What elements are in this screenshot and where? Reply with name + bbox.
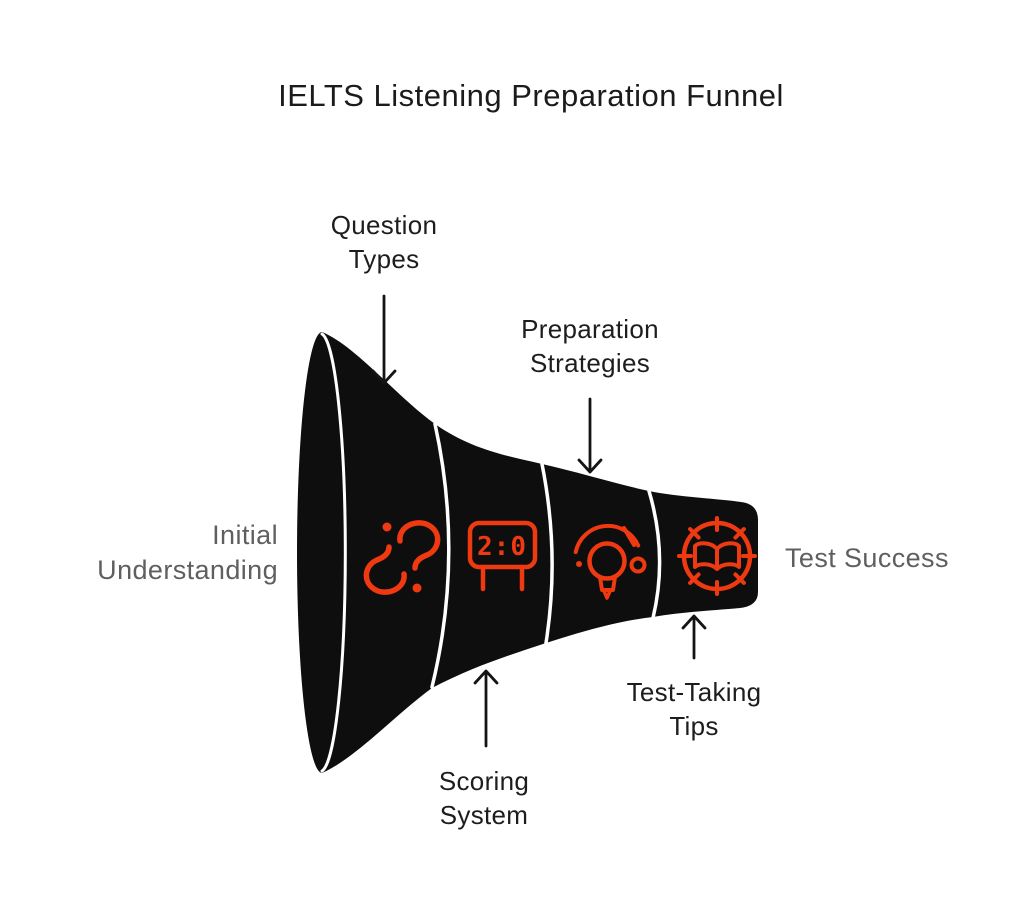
entry-label-line: Understanding: [97, 555, 278, 585]
callout-line: Types: [348, 244, 420, 274]
funnel-body: [297, 332, 758, 773]
callout-question-types: Question Types: [331, 208, 437, 276]
lightbulb-gauge-icon: [573, 523, 647, 600]
callout-line: Scoring: [438, 766, 530, 796]
entry-label-initial-understanding: Initial Understanding: [28, 518, 278, 588]
callout-line: Test-Taking: [626, 677, 762, 707]
callout-line: Tips: [669, 711, 719, 741]
callout-line: Preparation: [521, 314, 659, 344]
scoreboard-value: 2:0: [477, 532, 527, 562]
arrow-question-types: [371, 294, 397, 385]
exit-label-test-success: Test Success: [785, 543, 949, 573]
callout-test-taking-tips: Test-Taking Tips: [627, 675, 762, 743]
stage-divider-1: [430, 422, 451, 689]
arrow-preparation-strategies: [577, 397, 603, 474]
callout-line: Strategies: [529, 348, 651, 378]
page-title: IELTS Listening Preparation Funnel: [278, 78, 784, 113]
callout-line: Question: [330, 210, 438, 240]
callout-preparation-strategies: Preparation Strategies: [521, 312, 659, 380]
entry-label-line: Initial: [212, 520, 278, 550]
stage-divider-3: [647, 489, 662, 620]
arrow-test-taking-tips: [681, 614, 707, 660]
funnel-mouth-rim: [320, 332, 347, 773]
callout-scoring-system: Scoring System: [439, 764, 529, 832]
arrow-scoring-system: [473, 669, 499, 748]
scoreboard-icon: 2:0: [467, 520, 538, 592]
callout-line: System: [439, 800, 529, 830]
stage-divider-2: [540, 462, 554, 645]
book-compass-icon: [677, 516, 757, 596]
